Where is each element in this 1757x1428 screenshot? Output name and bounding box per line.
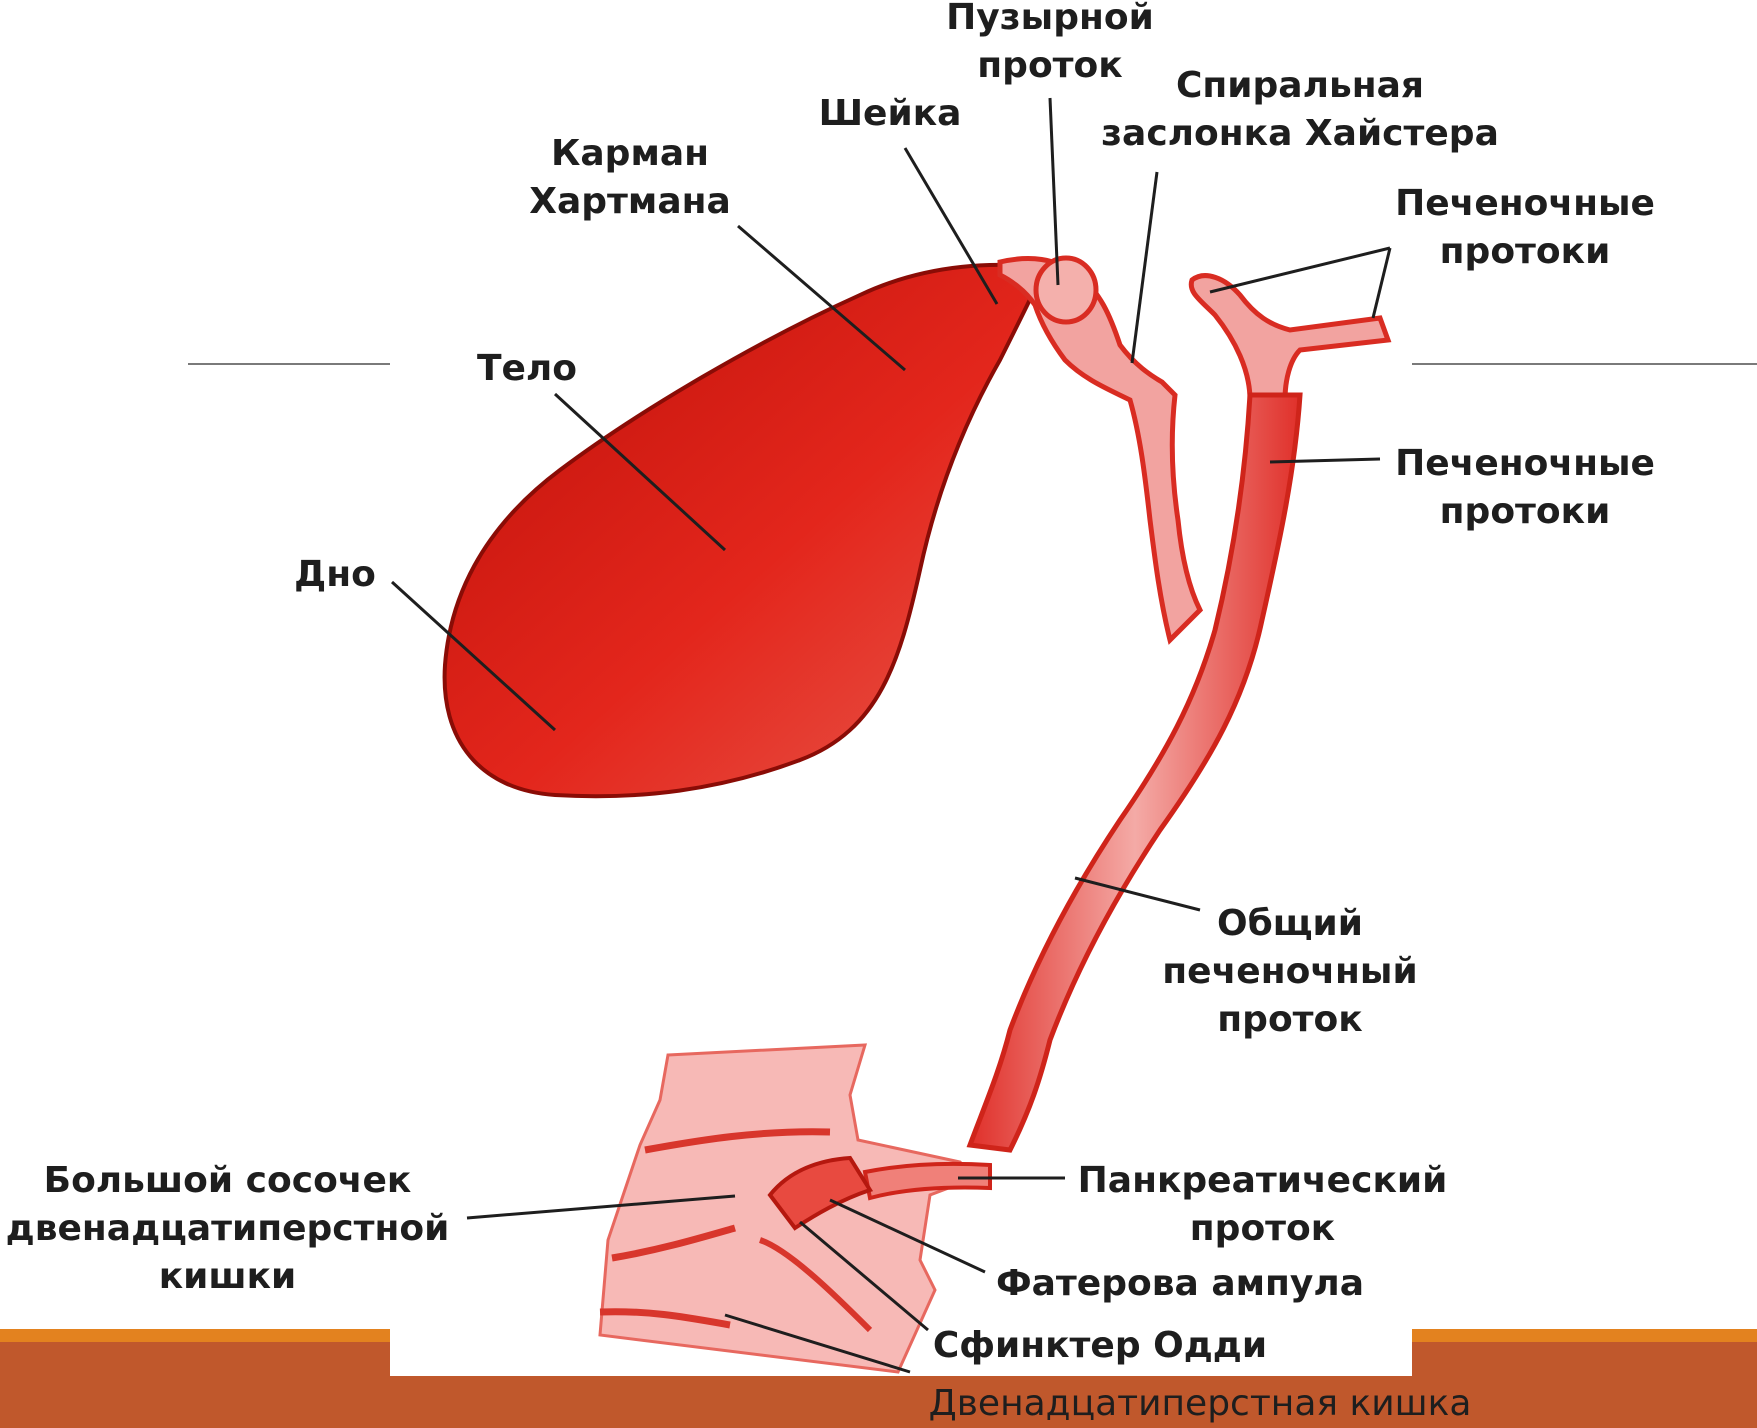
label-neck: Шейка — [810, 90, 970, 138]
label-vater-ampulla: Фатерова ампула — [990, 1260, 1370, 1308]
label-hartmann: Карман Хартмана — [510, 130, 750, 226]
label-line: двенадцатиперстной — [0, 1205, 455, 1253]
label-line: Большой сосочек — [0, 1157, 455, 1205]
hepatic-duct-left-branch — [1191, 276, 1388, 400]
label-line: Хартмана — [510, 178, 750, 226]
label-line: Пузырной — [930, 0, 1170, 42]
label-line: Общий — [1150, 900, 1430, 948]
label-common-hepatic-duct: Общий печеночный проток — [1150, 900, 1430, 1044]
label-oddi-sphincter: Сфинктер Одди — [930, 1322, 1270, 1370]
label-line: печеночный — [1150, 948, 1430, 996]
label-pancreatic-duct: Панкреатический проток — [1070, 1157, 1455, 1253]
label-line: Двенадцатиперстная кишка — [900, 1380, 1500, 1428]
label-line: Печеночные — [1385, 440, 1665, 488]
label-body: Тело — [462, 345, 592, 393]
label-line: Шейка — [810, 90, 970, 138]
label-line: Печеночные — [1385, 180, 1665, 228]
label-line: проток — [1150, 996, 1430, 1044]
label-line: Карман — [510, 130, 750, 178]
leader-hepatic-top-a — [1210, 248, 1390, 292]
label-line: Фатерова ампула — [990, 1260, 1370, 1308]
cystic-duct — [1000, 258, 1200, 640]
label-duodenum: Двенадцатиперстная кишка — [900, 1380, 1500, 1428]
label-line: Дно — [285, 551, 385, 599]
label-line: протоки — [1385, 488, 1665, 536]
label-line: проток — [1070, 1205, 1455, 1253]
label-major-papilla: Большой сосочек двенадцатиперстной кишки — [0, 1157, 455, 1301]
neck-bulge — [1036, 258, 1096, 322]
label-line: Панкреатический — [1070, 1157, 1455, 1205]
label-line: протоки — [1385, 228, 1665, 276]
label-hepatic-ducts-mid: Печеночные протоки — [1385, 440, 1665, 536]
label-spiral-valve: Спиральная заслонка Хайстера — [1100, 62, 1500, 158]
label-line: Спиральная — [1100, 62, 1500, 110]
label-line: Тело — [462, 345, 592, 393]
label-line: Сфинктер Одди — [930, 1322, 1270, 1370]
label-hepatic-ducts-top: Печеночные протоки — [1385, 180, 1665, 276]
leader-spiral — [1132, 172, 1157, 363]
label-fundus: Дно — [285, 551, 385, 599]
label-line: кишки — [0, 1253, 455, 1301]
label-line: заслонка Хайстера — [1100, 110, 1500, 158]
leader-pouch — [1050, 98, 1058, 285]
